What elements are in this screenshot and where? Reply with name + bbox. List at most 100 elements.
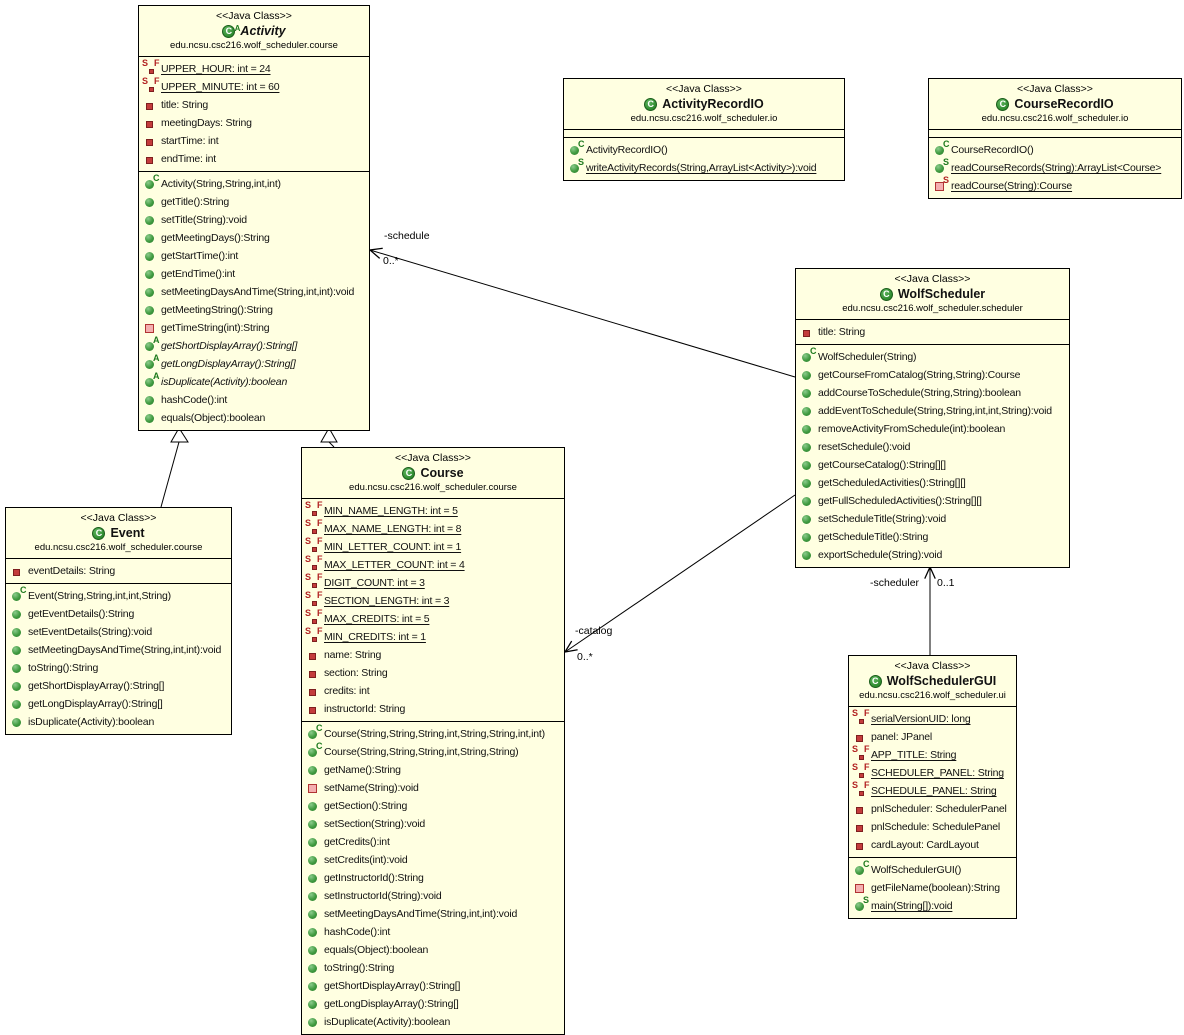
member-text: hashCode():int bbox=[324, 926, 391, 938]
public-icon bbox=[9, 625, 28, 639]
public-icon bbox=[142, 213, 161, 227]
member-text: MIN_NAME_LENGTH: int = 5 bbox=[324, 505, 458, 517]
member-text: hashCode():int bbox=[161, 394, 228, 406]
member-text: ActivityRecordIO() bbox=[586, 144, 668, 156]
association-role-label: -schedule bbox=[384, 230, 430, 242]
constructor-icon: C bbox=[567, 139, 586, 157]
class-package: edu.ncsu.csc216.wolf_scheduler.course bbox=[349, 482, 517, 493]
private-square bbox=[312, 637, 317, 642]
public-sphere bbox=[802, 533, 811, 542]
public-sphere bbox=[12, 646, 21, 655]
multiplicity-label: 0..1 bbox=[937, 577, 955, 589]
abstract-icon: A bbox=[142, 354, 161, 371]
class-letter: C bbox=[647, 99, 655, 109]
member-text: getFileName(boolean):String bbox=[871, 882, 1000, 894]
public-icon bbox=[799, 548, 818, 562]
public-icon bbox=[799, 458, 818, 472]
public-icon bbox=[305, 1015, 324, 1029]
public-sphere bbox=[802, 551, 811, 560]
public-icon bbox=[305, 889, 324, 903]
generalization-line-event-extends-activity bbox=[160, 441, 180, 508]
member-text: MIN_CREDITS: int = 1 bbox=[324, 631, 426, 643]
modifier-letter: S bbox=[852, 708, 859, 718]
modifier-letter: S bbox=[305, 608, 312, 618]
method-row: getScheduleTitle():String bbox=[796, 528, 1069, 546]
member-text: MIN_LETTER_COUNT: int = 1 bbox=[324, 541, 462, 553]
member-text: instructorId: String bbox=[324, 703, 406, 715]
method-row: getEndTime():int bbox=[139, 265, 369, 283]
public-sphere bbox=[802, 497, 811, 506]
field-private-icon bbox=[305, 684, 324, 698]
member-text: UPPER_HOUR: int = 24 bbox=[161, 63, 271, 75]
private-square bbox=[312, 565, 317, 570]
private-square bbox=[146, 103, 153, 110]
public-sphere bbox=[308, 802, 317, 811]
method-row: getFileName(boolean):String bbox=[849, 879, 1016, 897]
private-square bbox=[859, 773, 864, 778]
method-row: getShortDisplayArray():String[] bbox=[6, 677, 231, 695]
constructor-icon: C bbox=[799, 347, 818, 364]
member-text: SCHEDULE_PANEL: String bbox=[871, 785, 997, 797]
private-square bbox=[855, 884, 864, 893]
modifier-letter: C bbox=[153, 173, 160, 183]
modifier-letter: C bbox=[578, 139, 585, 149]
attributes-compartment bbox=[564, 129, 844, 137]
member-text: writeActivityRecords(String,ArrayList<Ac… bbox=[586, 162, 817, 174]
field-private-icon bbox=[305, 666, 324, 680]
private-square bbox=[312, 529, 317, 534]
member-text: Activity(String,String,int,int) bbox=[161, 178, 281, 190]
public-sphere bbox=[145, 198, 154, 207]
member-text: name: String bbox=[324, 649, 382, 661]
field-private-icon bbox=[852, 802, 871, 816]
public-icon bbox=[799, 440, 818, 454]
public-icon bbox=[9, 697, 28, 711]
public-icon bbox=[799, 422, 818, 436]
public-sphere bbox=[12, 700, 21, 709]
member-text: APP_TITLE: String bbox=[871, 749, 957, 761]
class-name: Course bbox=[420, 466, 464, 480]
member-text: DIGIT_COUNT: int = 3 bbox=[324, 577, 425, 589]
public-sphere bbox=[145, 378, 154, 387]
public-sphere bbox=[145, 306, 154, 315]
private-static-icon: S bbox=[932, 176, 951, 193]
public-sphere bbox=[802, 407, 811, 416]
member-text: CourseRecordIO() bbox=[951, 144, 1034, 156]
member-text: startTime: int bbox=[161, 135, 219, 147]
class-package: edu.ncsu.csc216.wolf_scheduler.scheduler bbox=[842, 303, 1023, 314]
modifier-letter: F bbox=[317, 554, 323, 564]
modifier-letter: F bbox=[864, 708, 870, 718]
member-text: addCourseToSchedule(String,String):boole… bbox=[818, 387, 1021, 399]
method-row: getCourseCatalog():String[][] bbox=[796, 456, 1069, 474]
member-text: removeActivityFromSchedule(int):boolean bbox=[818, 423, 1006, 435]
modifier-letter: S bbox=[863, 895, 870, 905]
public-sphere bbox=[802, 443, 811, 452]
public-icon bbox=[799, 494, 818, 508]
public-sphere bbox=[145, 360, 154, 369]
method-row: getLongDisplayArray():String[] bbox=[6, 695, 231, 713]
member-text: setMeetingDaysAndTime(String,int,int):vo… bbox=[28, 644, 222, 656]
public-sphere bbox=[145, 234, 154, 243]
method-row: setMeetingDaysAndTime(String,int,int):vo… bbox=[302, 905, 564, 923]
modifier-letter: S bbox=[852, 762, 859, 772]
class-circle bbox=[996, 98, 1010, 111]
member-text: Event(String,String,int,int,String) bbox=[28, 590, 171, 602]
public-icon bbox=[142, 393, 161, 407]
class-letter: C bbox=[405, 468, 413, 478]
method-row: getShortDisplayArray():String[] bbox=[302, 977, 564, 995]
